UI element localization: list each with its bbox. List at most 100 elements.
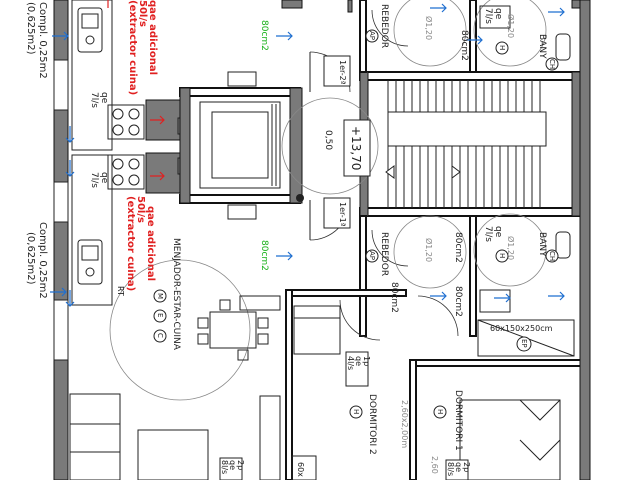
dormitori1-dim-label: 2,60 bbox=[430, 456, 439, 474]
qae-bottom-flow: 50l/s bbox=[135, 196, 146, 223]
ch-top-label: CH bbox=[548, 59, 556, 69]
area-green-bottom: 80cm2 bbox=[259, 240, 269, 271]
stair-well bbox=[387, 111, 547, 147]
qae-top-note: (extractor cuina) bbox=[127, 0, 138, 95]
counter-bottom bbox=[71, 154, 113, 306]
turning-circle-bany-bottom bbox=[473, 213, 547, 287]
dormitori1-h-badge bbox=[433, 405, 447, 419]
chair-6 bbox=[237, 349, 249, 361]
lift-cabin-inner bbox=[211, 111, 269, 179]
chair-1 bbox=[197, 317, 209, 329]
menjador-m-badge bbox=[153, 289, 167, 303]
dormitori2-vent-box bbox=[345, 351, 369, 387]
landing-top-label: 1er-2ª bbox=[338, 60, 347, 85]
basin-top bbox=[479, 5, 511, 29]
living-count: 2p bbox=[236, 460, 245, 470]
h-bottom-label: H bbox=[498, 253, 506, 258]
turning-circle-living bbox=[109, 259, 251, 401]
door-swing-dormitori1 bbox=[417, 295, 459, 337]
hob-bottom-ring-3 bbox=[112, 174, 124, 186]
menjador-e-badge bbox=[153, 309, 167, 323]
dim-050-label: 0,50 bbox=[323, 130, 333, 150]
hob-bottom bbox=[107, 154, 145, 190]
menjador-m-label: M bbox=[156, 293, 164, 299]
qe-top-flow: 7l/s bbox=[89, 92, 99, 108]
column-2 bbox=[347, 0, 353, 13]
small-60-label: 60x bbox=[296, 462, 305, 477]
bany-bottom-area: 80cm2 bbox=[453, 286, 463, 317]
core-wall-right bbox=[289, 87, 303, 204]
landing-turning-circle bbox=[281, 97, 379, 195]
core-wall-bottom bbox=[179, 194, 301, 204]
sink-top bbox=[77, 7, 103, 53]
shower-label: 60x150x250cm bbox=[490, 324, 553, 333]
lift-cabin bbox=[199, 101, 281, 189]
bany-top-label: BANY bbox=[537, 34, 547, 59]
bedroom-separator bbox=[409, 359, 417, 480]
menjador-e-label: E bbox=[156, 313, 164, 317]
level-box bbox=[343, 119, 371, 177]
bed-double bbox=[459, 399, 561, 480]
chair-4 bbox=[257, 333, 269, 345]
dim-120-b-label: Ø1,20 bbox=[506, 14, 516, 38]
rebedor-top-area: 80cm2 bbox=[459, 30, 469, 61]
door-swing-rebedor-top bbox=[371, 9, 409, 47]
dormitori2-dim-label: 2,60x2,00m bbox=[400, 400, 409, 448]
living-vent-box bbox=[219, 457, 243, 480]
tv-unit bbox=[259, 395, 281, 480]
right-facade bbox=[579, 0, 591, 480]
bany-top-qe: qe bbox=[493, 8, 503, 20]
dormitori2-count: 1p bbox=[362, 356, 371, 366]
dormitori2-h-label: H bbox=[352, 409, 360, 414]
qae-top-flow: 50l/s bbox=[137, 0, 148, 27]
hob-top-ring-2 bbox=[128, 108, 140, 120]
stair-wall-top bbox=[359, 71, 587, 81]
upper-partition bbox=[359, 0, 367, 73]
dormitori1-h-label: H bbox=[436, 409, 444, 414]
ep-label: EP bbox=[520, 339, 528, 348]
h-top-badge bbox=[495, 41, 509, 55]
dormitori2-h-badge bbox=[349, 405, 363, 419]
level-label: +13,70 bbox=[349, 126, 363, 170]
upper-bath-wall bbox=[469, 0, 477, 73]
chair-2 bbox=[197, 333, 209, 345]
h-top-label: H bbox=[498, 45, 506, 50]
door-swing-dormitori2 bbox=[339, 299, 381, 341]
menjador-c-badge bbox=[153, 329, 167, 343]
ap-bottom-label: AP bbox=[368, 251, 376, 260]
rebedor-bottom-label: REBEDOR bbox=[379, 232, 389, 276]
ch-bottom-badge bbox=[545, 249, 559, 263]
dormitori2-label: DORMITORI 2 bbox=[367, 394, 377, 455]
dormitori2-flow: 4l/s bbox=[346, 356, 355, 370]
stair-wall-bottom bbox=[359, 207, 587, 217]
vent-arrows-blue bbox=[50, 3, 565, 307]
bedroom2-wall-left bbox=[285, 289, 293, 480]
bed-single bbox=[293, 305, 341, 355]
compl-top-sub-label: (0,625m2) bbox=[25, 2, 36, 55]
hob-bottom-ring-1 bbox=[112, 158, 124, 170]
basin-bottom bbox=[479, 289, 511, 313]
lower-partition-vertical bbox=[359, 215, 367, 337]
dormitori1-vent-box bbox=[445, 459, 469, 480]
rebedor-top-label: REBEDOR bbox=[379, 4, 389, 48]
lift-call-icon bbox=[296, 194, 304, 202]
turning-circle-rebedor-bottom bbox=[393, 215, 467, 289]
qae-top-label: qae adicional bbox=[147, 0, 158, 75]
cabinet bbox=[239, 295, 281, 311]
dim-120-a-label: Ø1,20 bbox=[424, 16, 434, 40]
ch-top-badge bbox=[545, 57, 559, 71]
wc-top bbox=[555, 33, 571, 61]
vent-arrows-red bbox=[107, 0, 165, 181]
bedroom-wall-top bbox=[285, 289, 407, 297]
landing-bottom-label: 1er-1ª bbox=[338, 202, 347, 227]
dormitori1-flow: 8l/s bbox=[446, 462, 455, 476]
bedroom1-wall-top bbox=[415, 359, 587, 367]
coffee-table bbox=[137, 429, 209, 480]
qe-mid-flow: 7l/s bbox=[89, 172, 99, 188]
turning-circle-rebedor-top bbox=[393, 0, 467, 67]
column-1 bbox=[281, 0, 303, 9]
bed-double-pillows bbox=[519, 399, 561, 461]
living-qe: qe bbox=[228, 460, 237, 470]
lift-counterweight-bottom bbox=[227, 204, 257, 220]
